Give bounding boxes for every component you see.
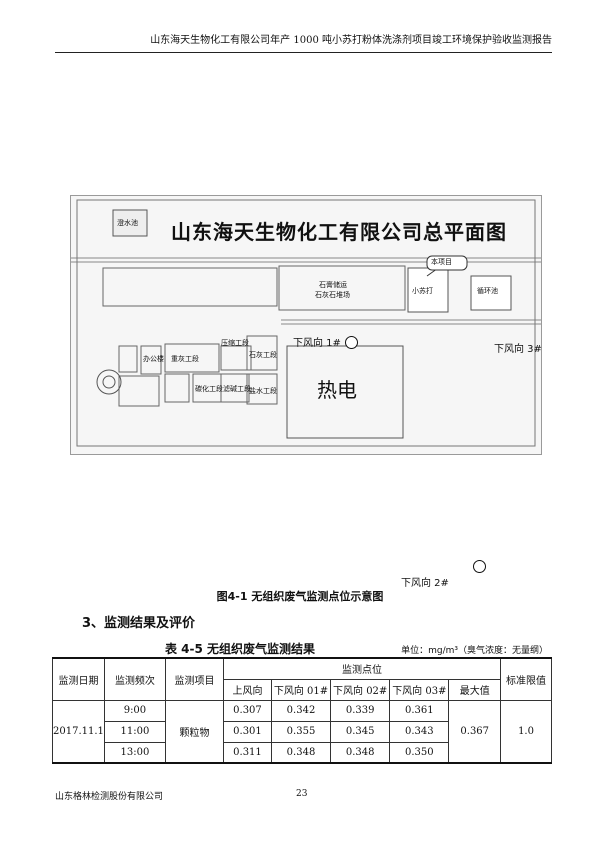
- map-label-limestone: 石膏储运: [319, 281, 347, 289]
- tank-icon: [96, 369, 122, 395]
- cell-down3: 0.350: [389, 741, 450, 764]
- header-max: 最大值: [448, 678, 502, 701]
- block: [220, 373, 250, 403]
- header-date: 监测日期: [52, 657, 105, 701]
- monitoring-point-1-icon: [345, 336, 358, 349]
- block: [140, 345, 162, 375]
- map-label-workshop: 压缩工段: [221, 339, 249, 347]
- figure-caption: 图4-1 无组织废气监测点位示意图: [216, 590, 384, 603]
- project-callout: [426, 255, 468, 271]
- header-frequency: 监测频次: [103, 657, 166, 701]
- water-pool-block: [112, 209, 148, 237]
- cell-down1: 0.348: [270, 741, 332, 764]
- cell-down3: 0.361: [389, 699, 450, 722]
- cell-down1: 0.342: [270, 699, 332, 722]
- block: [220, 345, 252, 371]
- map-label-office: 办公楼: [143, 355, 164, 363]
- table-row: 13:00 0.311 0.348 0.348 0.350: [53, 741, 552, 764]
- cell-upwind: 0.311: [223, 741, 272, 764]
- block: [278, 265, 406, 311]
- power-plant-block: [286, 345, 404, 439]
- map-title: 山东海天生物化工有限公司总平面图: [171, 220, 507, 244]
- plant-boundary: [76, 199, 536, 447]
- table-header-row: 监测日期 监测频次 监测项目 监测点位 标准限值: [52, 657, 552, 701]
- header-points: 监测点位: [223, 657, 502, 680]
- map-label-workshop: 碳化工段: [195, 385, 223, 393]
- block: [164, 373, 190, 403]
- cell-max: 0.367: [448, 699, 502, 764]
- map-label-water-pool: 澄水池: [117, 219, 138, 227]
- cell-down3: 0.343: [389, 720, 450, 743]
- block: [118, 345, 138, 373]
- table-title: 表 4-5 无组织废气监测结果: [165, 642, 316, 656]
- cell-down1: 0.355: [270, 720, 332, 743]
- point-label-1: 下风向 1#: [293, 338, 341, 349]
- point-label-3: 下风向 3#: [494, 344, 542, 355]
- map-label-workshop: 盐水工段: [249, 387, 277, 395]
- cell-upwind: 0.307: [223, 699, 272, 722]
- cell-date: 2017.11.1: [52, 699, 105, 764]
- page-number: 23: [296, 789, 308, 799]
- map-label-limestone-yard: 石灰石堆场: [315, 291, 350, 299]
- map-label-power-plant: 热电: [317, 378, 357, 402]
- block: [118, 375, 160, 407]
- monitoring-point-2-icon: [473, 560, 486, 573]
- block: [102, 267, 278, 307]
- table-subheader-row: 上风向 下风向 01# 下风向 02# 下风向 03# 最大值: [53, 678, 552, 701]
- cell-down2: 0.339: [330, 699, 391, 722]
- map-label-workshop: 石灰工段: [249, 351, 277, 359]
- header-down1: 下风向 01#: [270, 678, 332, 701]
- table-row: 11:00 0.301 0.355 0.345 0.343: [53, 720, 552, 743]
- map-label-workshop: 滤碱工段: [223, 385, 251, 393]
- point-label-2: 下风向 2#: [401, 578, 449, 589]
- map-label-this-project: 本项目: [431, 258, 452, 266]
- cell-standard: 1.0: [500, 699, 552, 764]
- cell-time: 13:00: [103, 741, 166, 764]
- site-plan-map: 山东海天生物化工有限公司总平面图 澄水池 本项目 小苏打 石膏储运 石灰石堆场 …: [70, 195, 542, 455]
- map-label-baking-soda: 小苏打: [412, 287, 433, 295]
- cell-down2: 0.348: [330, 741, 391, 764]
- header-standard: 标准限值: [500, 657, 552, 701]
- cell-time: 11:00: [103, 720, 166, 743]
- map-label-workshop: 重灰工段: [171, 355, 199, 363]
- header-upwind: 上风向: [223, 678, 272, 701]
- header-item: 监测项目: [164, 657, 225, 701]
- table-row: 2017.11.1 9:00 颗粒物 0.307 0.342 0.339 0.3…: [52, 699, 552, 764]
- header-down2: 下风向 02#: [330, 678, 391, 701]
- section-heading: 3、监测结果及评价: [82, 616, 196, 631]
- header-down3: 下风向 03#: [389, 678, 450, 701]
- cell-time: 9:00: [103, 699, 166, 722]
- block: [246, 373, 278, 405]
- block: [164, 343, 220, 373]
- circulating-pool-block: [470, 275, 512, 311]
- cell-down2: 0.345: [330, 720, 391, 743]
- block: [246, 335, 278, 371]
- cell-upwind: 0.301: [223, 720, 272, 743]
- map-label-circulating-pool: 循环池: [477, 287, 498, 295]
- footer-company: 山东格林检测股份有限公司: [55, 792, 164, 802]
- table-unit-note: 单位：mg/m³（臭气浓度：无量纲）: [401, 646, 548, 656]
- page-header: 山东海天生物化工有限公司年产 1000 吨小苏打粉体洗涤剂项目竣工环境保护验收监…: [55, 30, 552, 53]
- tank-icon: [102, 375, 116, 389]
- cell-item: 颗粒物: [164, 699, 225, 764]
- site-plan-drawing: [71, 199, 541, 447]
- results-table: 监测日期 监测频次 监测项目 监测点位 标准限值 上风向 下风向 01# 下风向…: [52, 657, 552, 764]
